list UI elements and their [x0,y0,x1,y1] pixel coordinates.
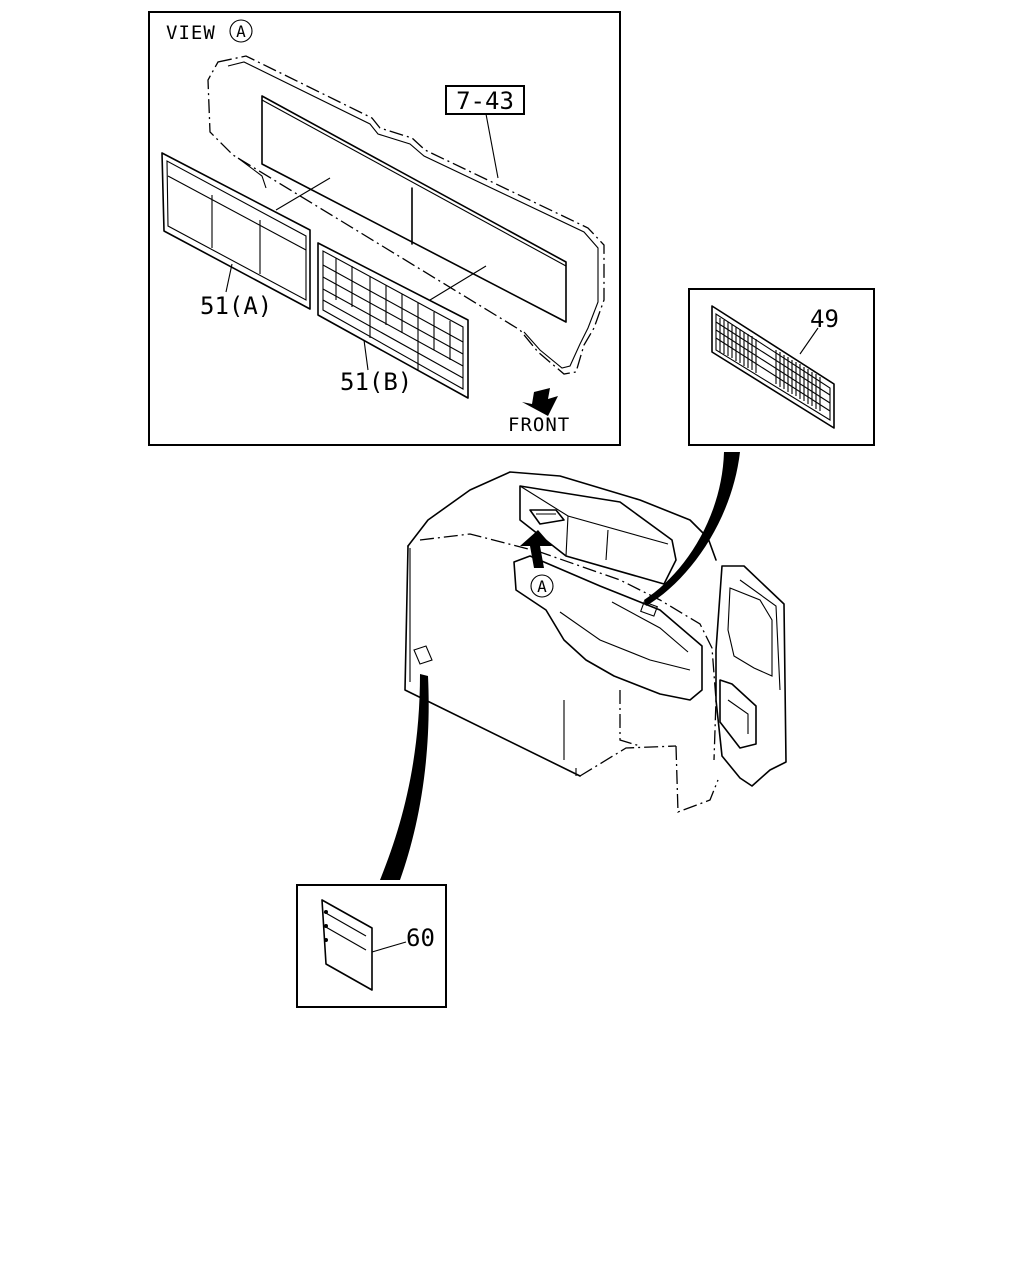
front-arrow-icon [522,388,558,416]
callout-51a: 51(A) [200,292,272,320]
callout-51b: 51(B) [340,368,412,396]
front-label: FRONT [508,414,570,436]
callout-60: 60 [406,924,435,952]
callout-49: 49 [810,305,839,333]
view-marker-circle [229,19,253,43]
cab-marker-letter: A [537,577,547,596]
detail-49: 49 [688,288,875,446]
label-sheet-b [317,242,469,399]
leader-49 [644,452,740,606]
cab-marker-circle [530,574,554,598]
detail-49-frame [688,288,875,446]
callout-box-7-43 [445,85,525,115]
view-marker-letter: A [236,22,246,41]
label-sheet-a [161,152,311,310]
leader-60 [380,674,429,880]
view-a-detail: VIEW A [148,11,621,446]
instrument-panel [207,55,605,375]
detail-60: 60 [296,884,447,1008]
callout-7-43: 7-43 [456,87,514,115]
view-a-arrow-icon [520,530,552,568]
vent-grille [715,318,831,412]
cab-illustration: A [380,452,787,880]
view-label: VIEW [166,22,216,44]
